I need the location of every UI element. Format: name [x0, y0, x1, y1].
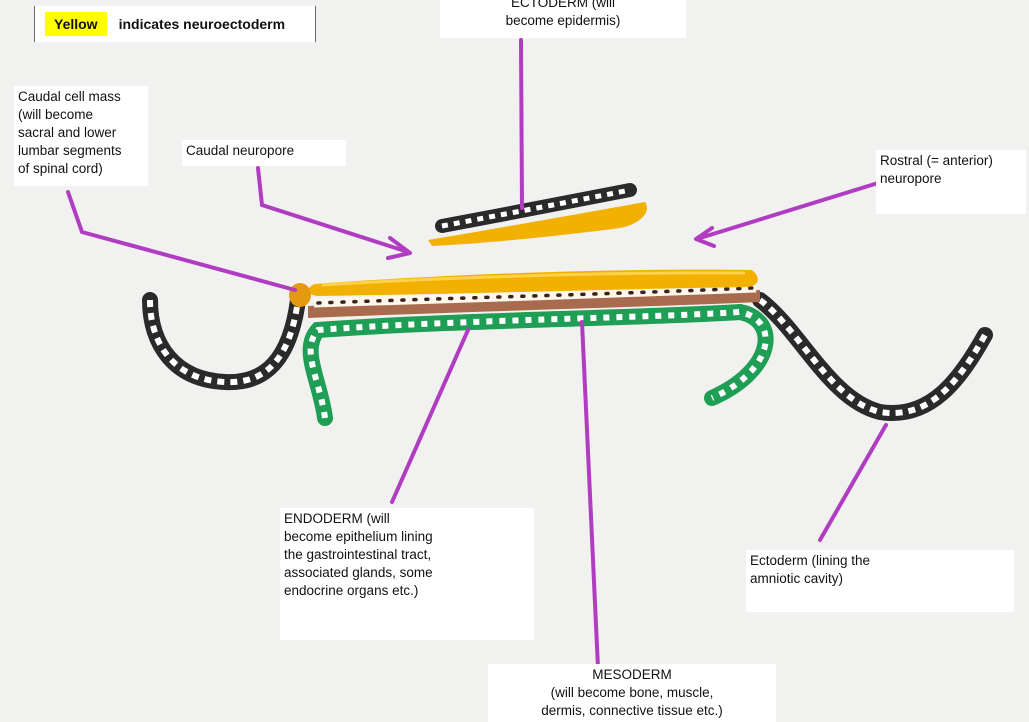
label-mesoderm: MESODERM (will become bone, muscle, derm…	[488, 664, 776, 722]
top-neural-fold	[428, 190, 647, 246]
pointer-endoderm	[392, 330, 468, 502]
label-caudal-neuropore: Caudal neuropore	[182, 140, 346, 166]
label-ectoderm-epidermis: ECTODERM (will become epidermis)	[440, 0, 686, 38]
label-endoderm: ENDODERM (will become epithelium lining …	[280, 508, 534, 640]
pointer-rostral-neuropore	[700, 183, 878, 238]
pointer-caudal-neuropore	[258, 168, 408, 252]
label-caudal-cell-mass: Caudal cell mass (will become sacral and…	[14, 86, 148, 186]
pointer-mesoderm	[582, 322, 598, 668]
right-ectoderm-curve	[760, 300, 985, 413]
label-ectoderm-amniotic: Ectoderm (lining the amniotic cavity)	[746, 550, 1014, 612]
legend-text: indicates neuroectoderm	[119, 16, 286, 32]
pointer-ectoderm-amniotic	[820, 425, 886, 540]
legend: Yellow indicates neuroectoderm	[34, 6, 316, 42]
endoderm-layer	[311, 312, 766, 418]
left-ectoderm-curve	[150, 300, 298, 382]
legend-swatch-yellow: Yellow	[45, 12, 107, 36]
caudal-cell-mass-shape	[289, 283, 311, 307]
pointer-ectoderm-top	[521, 40, 522, 208]
label-rostral-neuropore: Rostral (= anterior) neuropore	[876, 150, 1026, 214]
